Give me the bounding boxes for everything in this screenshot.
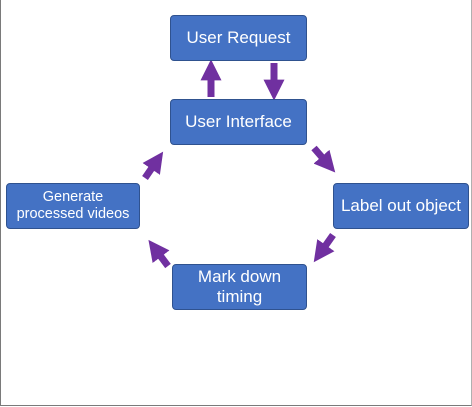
arrow-interface-to-label — [311, 145, 336, 173]
generate-processed-videos-label-line1: Generate — [42, 189, 104, 206]
arrow-label-to-mark — [313, 232, 336, 263]
label-out-object-label: Label out object — [340, 196, 462, 216]
user-request-node: User Request — [170, 15, 307, 61]
generate-processed-videos-label-line2: processed videos — [16, 206, 130, 222]
mark-down-timing-label-line2: timing — [216, 287, 263, 306]
user-interface-node: User Interface — [170, 99, 307, 145]
user-interface-label: User Interface — [185, 112, 292, 132]
arrow-mark-to-generate — [148, 239, 171, 269]
mark-down-timing-node: Mark down timing — [172, 264, 307, 310]
mark-down-timing-label-line1: Mark down — [197, 267, 282, 287]
user-request-label: User Request — [186, 28, 291, 48]
generate-processed-videos-node: Generate processed videos — [6, 183, 140, 229]
label-out-object-node: Label out object — [333, 183, 469, 229]
arrow-generate-to-interface — [142, 151, 164, 180]
